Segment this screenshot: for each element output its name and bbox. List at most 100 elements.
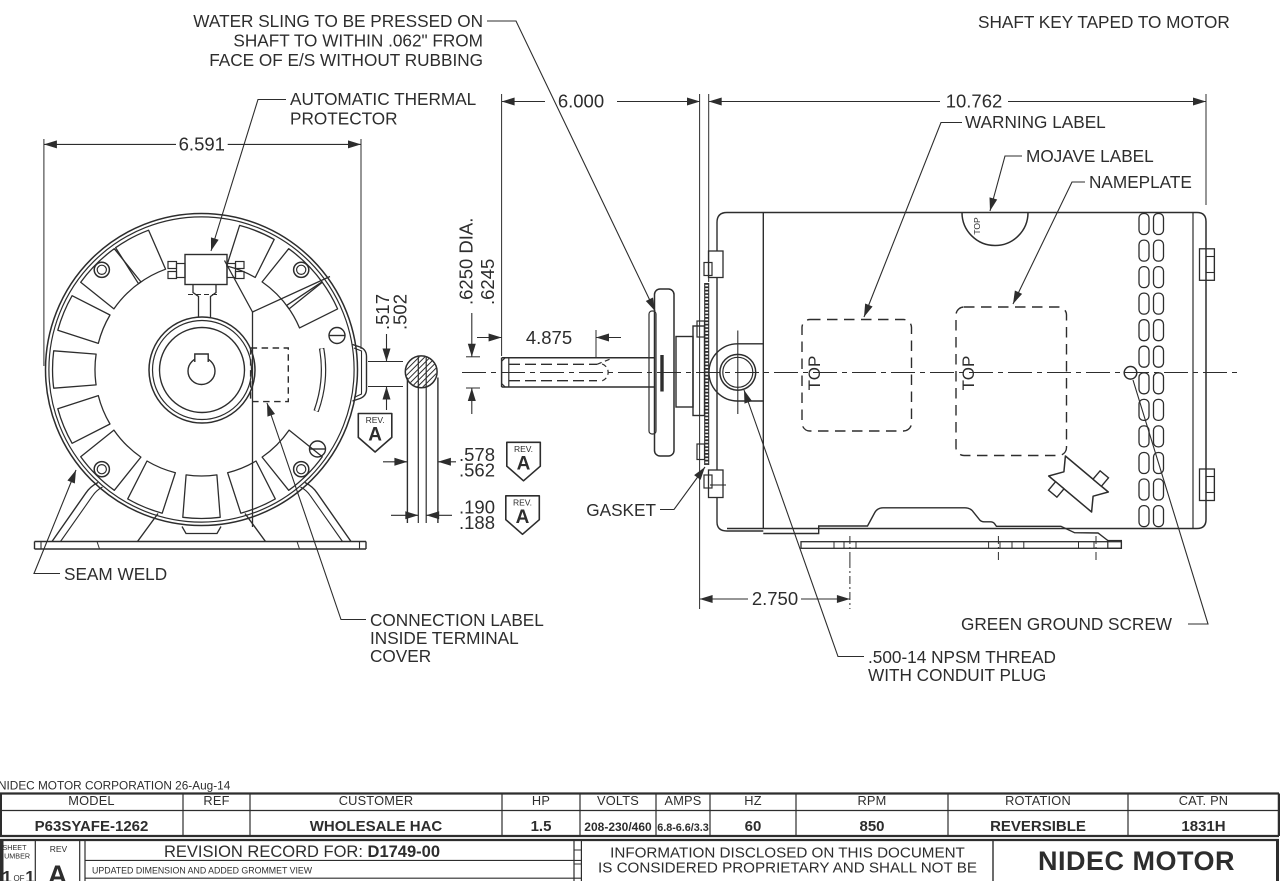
vent-slot	[1138, 478, 1150, 501]
vent-slot	[1152, 425, 1165, 448]
note-gasket: GASKET	[586, 500, 656, 520]
dim-grommet-wire-2: .188	[459, 512, 495, 533]
front-leg-inner	[136, 513, 159, 542]
gasket-tab	[696, 443, 706, 461]
bracket-bottom	[716, 497, 764, 532]
keyway-runout	[596, 357, 613, 365]
vent-slot	[1152, 265, 1165, 289]
bracket-clip	[707, 469, 724, 499]
protector-clip	[167, 260, 178, 270]
table-header-1: REF	[203, 793, 229, 808]
vent-slot	[1152, 292, 1165, 315]
front-bottom-tab	[181, 526, 222, 535]
note-water-sling-3: FACE OF E/S WITHOUT RUBBING	[209, 50, 483, 70]
slinger-step	[648, 310, 657, 435]
dimensions: 6.591 6.000 10.762 4.875 .6250 DIA. .624…	[43, 91, 1207, 609]
front-view	[33, 212, 368, 550]
rev-flags: REV.A REV.A REV.A	[357, 412, 542, 536]
revision-record: REVISION RECORD FOR: D1749-00	[164, 843, 440, 861]
front-rib-pad	[57, 295, 111, 345]
front-leg-outer	[304, 481, 352, 542]
note-connection-1: CONNECTION LABEL	[370, 610, 544, 630]
table-value-4: 208-230/460	[584, 820, 652, 834]
table-header-0: MODEL	[68, 793, 115, 808]
arrowhead	[425, 510, 440, 520]
gasket-leader-arrow	[693, 464, 709, 481]
protector-stem	[192, 284, 200, 318]
front-bolt-hole	[292, 261, 310, 279]
rev-flag: REV.A	[505, 441, 542, 482]
bracket-clip-nut	[703, 474, 713, 489]
rev-flag: REV.A	[504, 494, 541, 536]
front-rib-pad	[80, 429, 142, 491]
front-outer-rim	[44, 212, 359, 527]
callouts: WATER SLING TO BE PRESSED ON SHAFT TO WI…	[33, 11, 1230, 685]
note-connection-3: COVER	[370, 646, 431, 666]
protector-stem	[209, 284, 217, 318]
note-nameplate: NAMEPLATE	[1089, 172, 1192, 192]
rev-flag-value: A	[368, 425, 382, 446]
slinger-hub-bar	[660, 355, 664, 392]
vent-slot	[1152, 345, 1165, 368]
rev-flag-value: A	[516, 507, 530, 528]
foot-base-tick	[96, 541, 100, 550]
nameplate-outline	[955, 306, 1068, 457]
vent-slot	[1138, 212, 1150, 236]
bore-keyway	[194, 353, 209, 362]
bearing-hub-block	[675, 335, 694, 408]
front-rib-pad	[285, 281, 339, 329]
sheet-value-1: 1	[2, 868, 11, 881]
protector-clip	[234, 260, 245, 270]
connection-label-outline	[249, 347, 290, 403]
conduit-boss	[708, 343, 764, 402]
top-mark-nameplate: TOP	[959, 356, 978, 391]
vent-slot	[1152, 398, 1165, 422]
sheet-label-2: NUMBER	[0, 852, 30, 861]
top-mark-warning: TOP	[805, 356, 824, 391]
note-water-sling-2: SHAFT TO WITHIN .062" FROM	[233, 31, 483, 51]
seam-weld-leader-arrow	[66, 468, 81, 485]
vent-slot	[1138, 504, 1150, 528]
revision-record-number: D1749-00	[368, 843, 440, 861]
front-rib-pad	[261, 429, 323, 491]
note-connection-2: INSIDE TERMINAL	[370, 628, 519, 648]
protector-clip	[175, 262, 186, 279]
gasket-leader	[660, 466, 706, 511]
front-bolt-hole-inner	[96, 264, 108, 275]
front-rib-pad	[57, 394, 111, 444]
note-thermal-2: PROTECTOR	[290, 109, 398, 129]
ground-screw-leader	[1132, 379, 1209, 625]
bracket-clip-nut	[703, 261, 713, 277]
arrowhead	[393, 457, 408, 467]
dim-grommet-wire-1: .190	[459, 497, 495, 518]
front-rib-pad	[226, 224, 275, 279]
npsm-leader	[743, 389, 864, 658]
table-value-8: REVERSIBLE	[990, 818, 1086, 835]
table-header-6: HZ	[744, 793, 761, 808]
nameplate-leader-arrow	[1008, 290, 1023, 307]
vent-slot	[1152, 504, 1165, 528]
shaft-chamfer	[501, 357, 506, 362]
vent-slot	[1138, 239, 1150, 262]
vent-slot	[1152, 451, 1165, 475]
gasket-tab	[696, 320, 706, 338]
arrowhead	[467, 343, 477, 358]
arrowhead	[347, 139, 362, 149]
protector-clip	[167, 270, 178, 280]
shaft-chamfer	[501, 383, 506, 388]
note-warning: WARNING LABEL	[965, 112, 1106, 132]
bearing-hub-block	[692, 325, 706, 417]
hub-face	[158, 326, 246, 414]
dim-grommet-outer-1: .578	[459, 444, 495, 465]
foot-base-tick	[296, 541, 300, 550]
table-value-0: P63SYAFE-1262	[35, 818, 149, 835]
front-bolt-hole-inner	[96, 464, 108, 475]
mojave-dome	[961, 212, 1029, 247]
bracket-clip	[707, 250, 724, 279]
table-header-4: VOLTS	[597, 793, 639, 808]
connection-leader-arrow	[262, 401, 276, 418]
thru-bolt-clip-inner	[1205, 255, 1215, 274]
rev-flag: REV.A	[357, 412, 393, 453]
table-value-3: 1.5	[531, 818, 552, 835]
